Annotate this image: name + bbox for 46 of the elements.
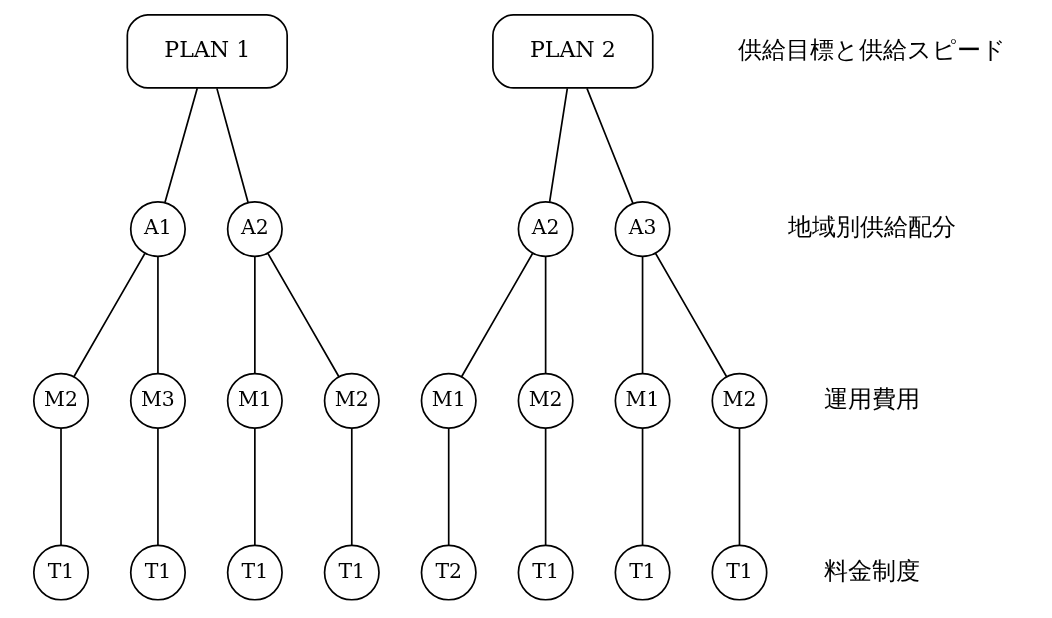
node-circle: T1 xyxy=(226,544,283,601)
connector xyxy=(215,87,249,204)
node-circle: A2 xyxy=(226,201,283,258)
connector xyxy=(544,427,546,546)
node-circle: A1 xyxy=(129,201,186,258)
connector xyxy=(544,255,546,375)
node-circle: T2 xyxy=(420,544,477,601)
connector xyxy=(350,427,353,546)
node-circle: T1 xyxy=(32,544,89,601)
connector xyxy=(641,427,643,546)
connector xyxy=(548,87,568,203)
connector xyxy=(738,427,740,546)
connector xyxy=(460,252,533,378)
label: 料金制度 xyxy=(823,556,920,585)
connector xyxy=(585,87,634,205)
node-circle: T1 xyxy=(614,544,671,601)
connector xyxy=(156,255,159,375)
connector xyxy=(156,427,159,546)
node-circle: A2 xyxy=(517,201,574,258)
node-circle: M2 xyxy=(517,372,574,429)
node-circle: T1 xyxy=(323,544,380,601)
connector xyxy=(447,427,450,546)
label: 供給目標と供給スピード xyxy=(737,35,1006,64)
node-circle: M3 xyxy=(129,372,186,429)
connector xyxy=(253,427,256,546)
node-circle: M2 xyxy=(710,372,768,429)
label: 地域別供給配分 xyxy=(787,213,956,242)
node-box: PLAN 2 xyxy=(491,14,654,89)
node-circle: M2 xyxy=(32,372,89,429)
node-circle: M1 xyxy=(420,372,477,429)
connector xyxy=(253,255,256,375)
node-box: PLAN 1 xyxy=(126,14,288,89)
connector xyxy=(163,87,198,204)
node-circle: M1 xyxy=(614,372,671,429)
node-circle: M2 xyxy=(323,372,380,429)
node-circle: T1 xyxy=(517,544,574,601)
connector xyxy=(59,427,62,546)
connector xyxy=(266,252,340,378)
connector xyxy=(641,255,643,375)
node-circle: T1 xyxy=(710,544,768,601)
node-circle: M1 xyxy=(226,372,283,429)
label: 運用費用 xyxy=(823,385,920,414)
connector xyxy=(654,252,727,378)
node-circle: T1 xyxy=(129,544,186,601)
connector xyxy=(72,252,146,378)
node-circle: A3 xyxy=(614,201,671,258)
